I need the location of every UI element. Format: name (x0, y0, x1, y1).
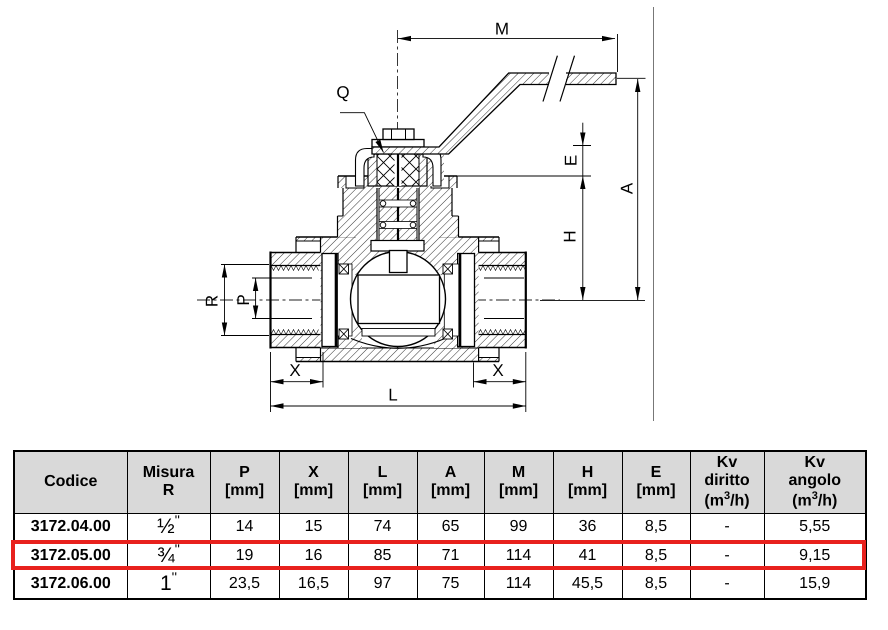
svg-text:E: E (562, 155, 581, 166)
svg-text:M: M (495, 20, 509, 39)
svg-text:A: A (618, 182, 637, 194)
svg-text:Q: Q (336, 83, 349, 102)
svg-text:X: X (492, 361, 503, 380)
svg-text:P: P (234, 294, 253, 305)
svg-text:X: X (289, 361, 300, 380)
svg-text:R: R (203, 295, 222, 307)
svg-text:H: H (561, 230, 580, 242)
svg-text:L: L (388, 386, 397, 405)
